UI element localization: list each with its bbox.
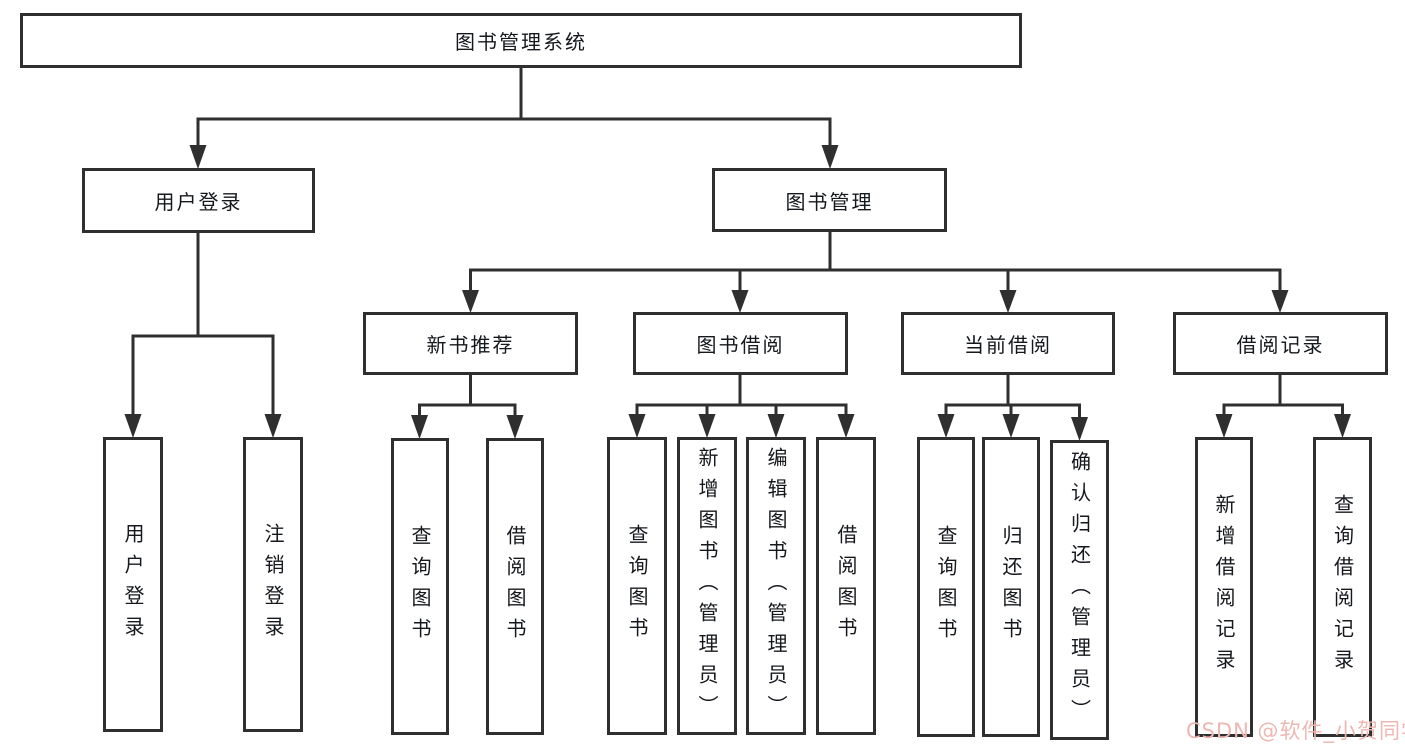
node-book-borrowing-label: 图书借阅 [696, 333, 785, 357]
node-user-login: 用户登录 [82, 168, 315, 233]
leaf-logout-label: 注销登录 [261, 522, 285, 647]
node-new-book-recommend-label: 新书推荐 [426, 333, 515, 357]
leaf-borrowing-borrow-books-label: 借阅图书 [834, 524, 858, 648]
leaf-logout: 注销登录 [243, 437, 303, 732]
leaf-borrowing-borrow-books: 借阅图书 [816, 437, 876, 735]
node-book-management: 图书管理 [712, 168, 947, 232]
leaf-records-query-record-label: 查询借阅记录 [1330, 494, 1355, 680]
leaf-borrowing-query-books-label: 查询图书 [625, 524, 649, 648]
leaf-current-query-books: 查询图书 [917, 437, 975, 737]
node-current-borrowing: 当前借阅 [901, 312, 1115, 375]
leaf-records-add-record: 新增借阅记录 [1195, 437, 1253, 737]
leaf-borrowing-add-books-admin: 新增图书（管理员） [677, 437, 737, 735]
node-library-system: 图书管理系统 [20, 13, 1022, 68]
leaf-borrowing-edit-books-admin: 编辑图书（管理员） [746, 437, 806, 735]
leaf-recommend-borrow-books-label: 借阅图书 [503, 524, 527, 649]
node-book-borrowing: 图书借阅 [633, 312, 848, 375]
leaf-current-confirm-return-admin: 确认归还（管理员） [1050, 440, 1109, 740]
node-library-system-label: 图书管理系统 [455, 30, 587, 54]
leaf-user-login-label: 用户登录 [121, 522, 145, 647]
node-current-borrowing-label: 当前借阅 [964, 333, 1052, 357]
leaf-current-return-books-label: 归还图书 [999, 525, 1023, 649]
node-user-login-label: 用户登录 [154, 190, 243, 214]
node-borrow-records: 借阅记录 [1173, 312, 1388, 375]
leaf-user-login: 用户登录 [103, 437, 163, 732]
leaf-current-confirm-return-admin-label: 确认归还（管理员） [1067, 450, 1092, 730]
node-new-book-recommend: 新书推荐 [363, 312, 578, 375]
leaf-recommend-borrow-books: 借阅图书 [486, 438, 544, 735]
leaf-current-return-books: 归还图书 [982, 437, 1040, 737]
leaf-borrowing-query-books: 查询图书 [607, 437, 667, 735]
leaf-borrowing-edit-books-admin-label: 编辑图书（管理员） [764, 446, 788, 726]
leaf-recommend-query-books: 查询图书 [391, 438, 449, 735]
node-borrow-records-label: 借阅记录 [1236, 333, 1325, 357]
leaf-records-query-record: 查询借阅记录 [1313, 437, 1372, 737]
csdn-watermark: CSDN @软件_小贺同学 [1186, 719, 1405, 743]
leaf-borrowing-add-books-admin-label: 新增图书（管理员） [695, 446, 719, 726]
arrowheads [124, 145, 1351, 441]
leaf-records-add-record-label: 新增借阅记录 [1212, 494, 1236, 680]
leaf-current-query-books-label: 查询图书 [934, 525, 958, 649]
node-book-management-label: 图书管理 [785, 189, 874, 214]
leaf-recommend-query-books-label: 查询图书 [408, 524, 432, 649]
